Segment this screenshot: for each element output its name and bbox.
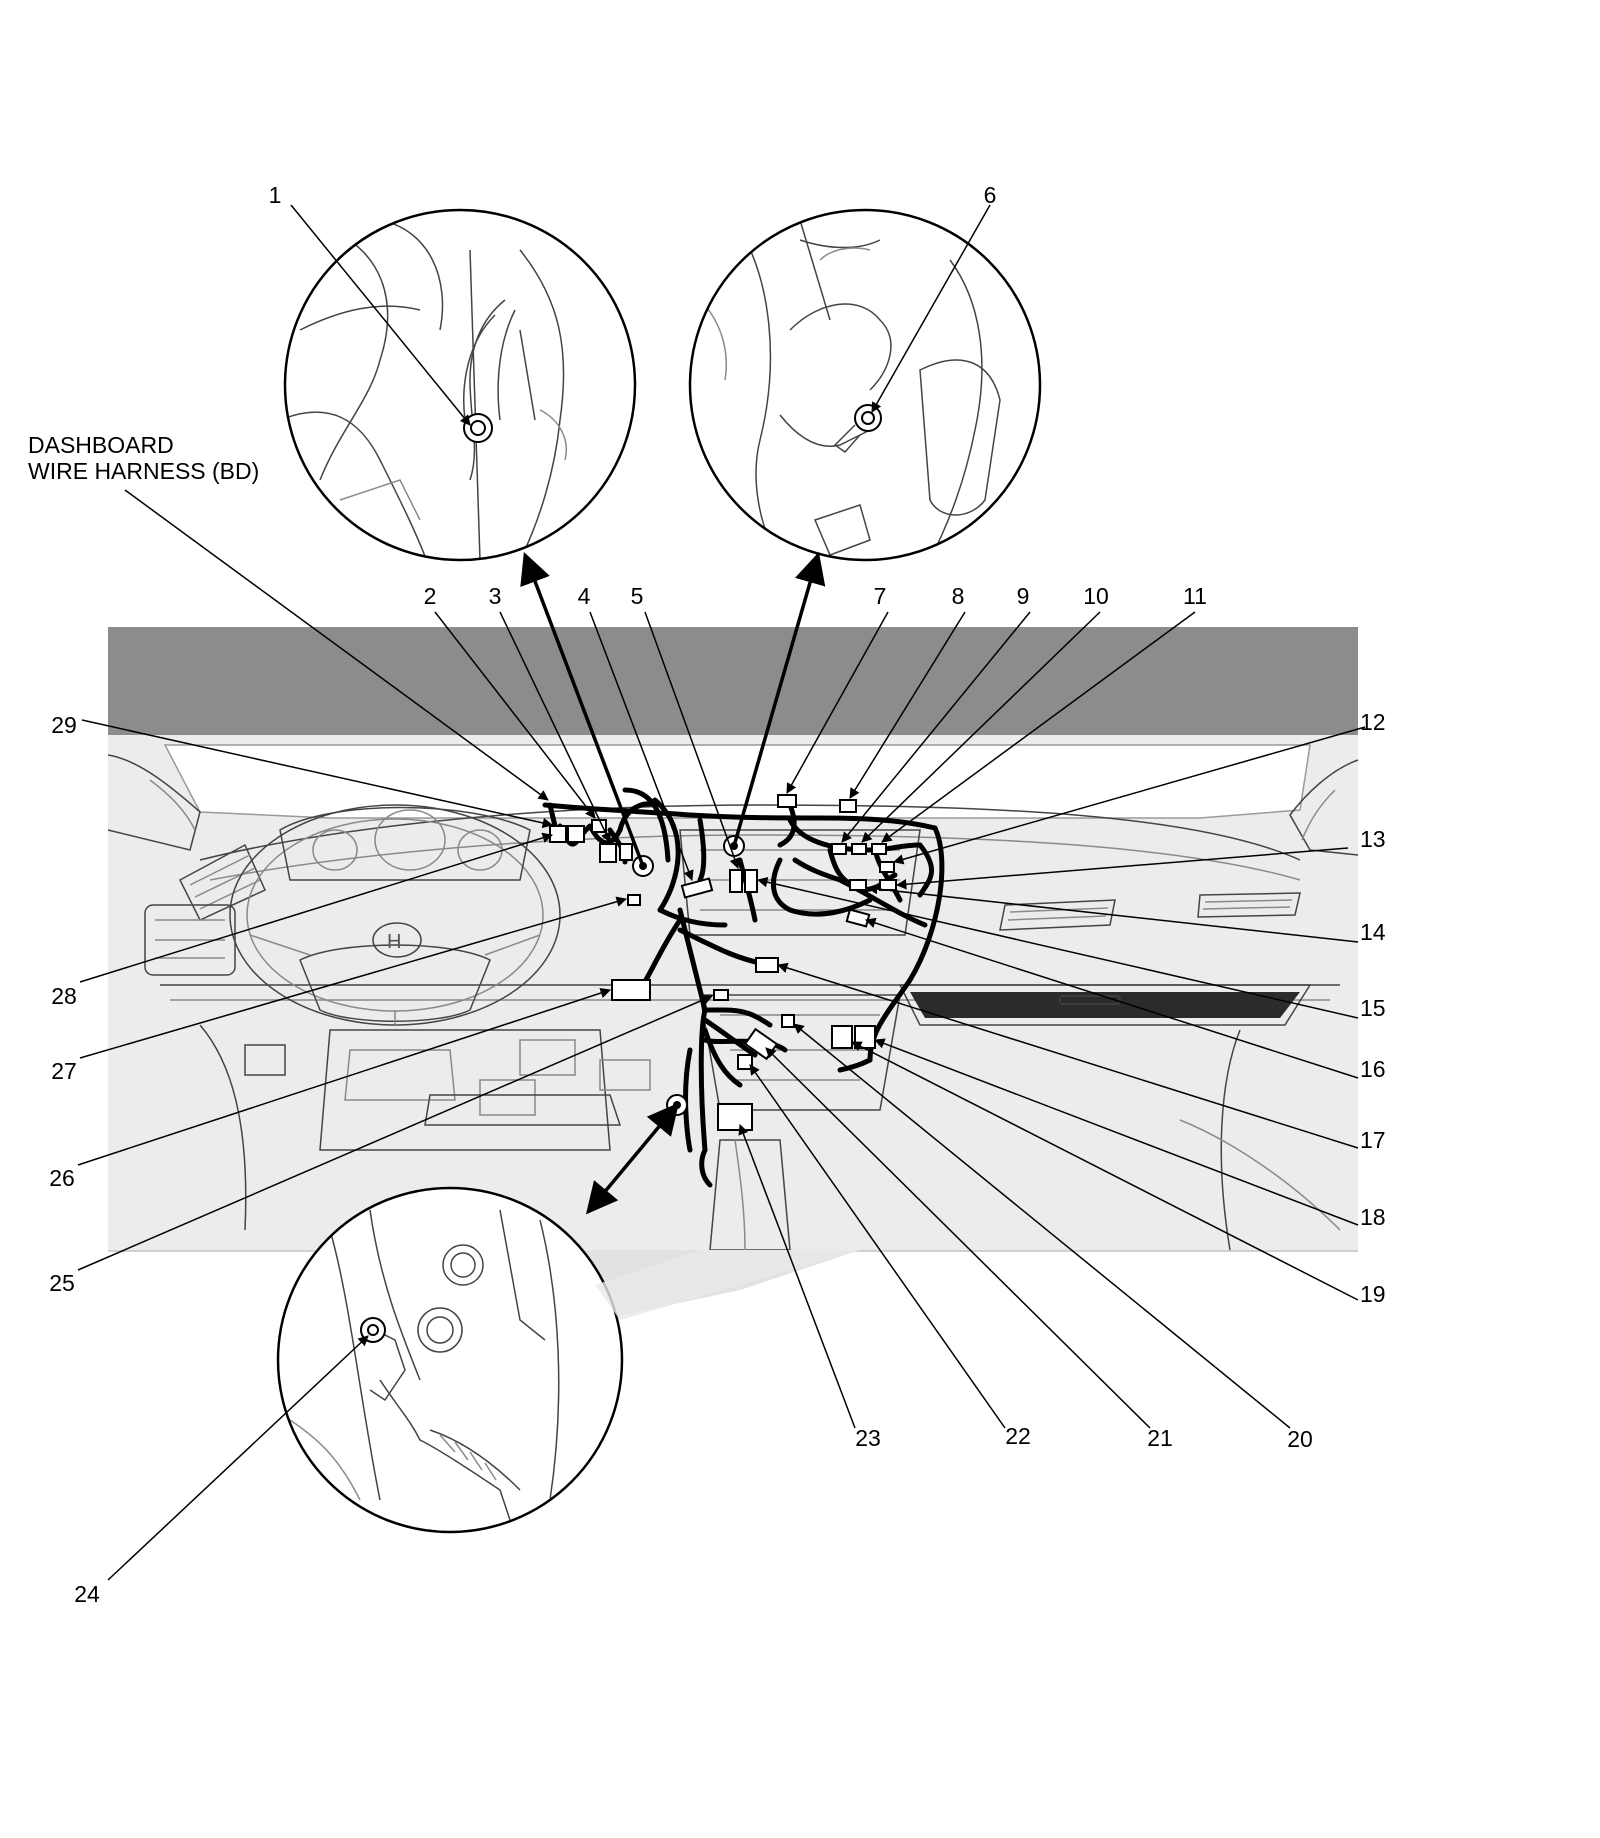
callout-6: 6 bbox=[984, 182, 997, 208]
connector-11 bbox=[871, 843, 887, 855]
connector-13 bbox=[879, 879, 897, 891]
connector-14 bbox=[849, 879, 867, 891]
svg-text:H: H bbox=[387, 931, 401, 953]
callout-13: 13 bbox=[1360, 826, 1386, 852]
callout-17: 17 bbox=[1360, 1127, 1386, 1153]
callout-2: 2 bbox=[424, 583, 437, 609]
callout-19: 19 bbox=[1360, 1281, 1386, 1307]
connector-3b bbox=[619, 843, 633, 861]
callout-10: 10 bbox=[1083, 583, 1109, 609]
connector-7 bbox=[777, 794, 797, 808]
callout-24: 24 bbox=[74, 1581, 100, 1607]
callout-26: 26 bbox=[49, 1165, 75, 1191]
callout-15: 15 bbox=[1360, 995, 1386, 1021]
callout-14: 14 bbox=[1360, 919, 1386, 945]
connector-9 bbox=[831, 843, 847, 855]
connector-8 bbox=[839, 799, 857, 813]
dashboard-wire-harness bbox=[542, 787, 945, 1188]
connector-27 bbox=[627, 894, 641, 906]
connector-22 bbox=[737, 1054, 753, 1070]
callout-5: 5 bbox=[631, 583, 644, 609]
callout-9: 9 bbox=[1017, 583, 1030, 609]
connector-29b bbox=[567, 825, 585, 843]
connector-26 bbox=[611, 979, 651, 1001]
callout-21: 21 bbox=[1147, 1425, 1173, 1451]
callout-3: 3 bbox=[489, 583, 502, 609]
callout-22: 22 bbox=[1005, 1423, 1031, 1449]
connector-12 bbox=[879, 861, 895, 873]
detail-view-1 bbox=[283, 208, 637, 562]
harness-label-line-1: DASHBOARD bbox=[28, 432, 174, 458]
detail-pointer-arrows bbox=[520, 551, 826, 1215]
connector-25 bbox=[713, 989, 729, 1001]
callout-29: 29 bbox=[51, 712, 77, 738]
callout-7: 7 bbox=[874, 583, 887, 609]
connector-5a bbox=[729, 869, 743, 893]
windshield-glass bbox=[163, 744, 1311, 819]
windshield-band bbox=[108, 627, 1358, 735]
dashboard-illustration: H bbox=[107, 627, 1359, 1320]
callout-18: 18 bbox=[1360, 1204, 1386, 1230]
connector-10 bbox=[851, 843, 867, 855]
callout-20: 20 bbox=[1287, 1426, 1313, 1452]
connector-3 bbox=[599, 843, 617, 863]
harness-label: DASHBOARD WIRE HARNESS (BD) bbox=[28, 432, 259, 484]
detail-view-6 bbox=[688, 208, 1042, 562]
connector-4 bbox=[680, 877, 714, 899]
callout-16: 16 bbox=[1360, 1056, 1386, 1082]
leader-lines bbox=[77, 204, 1366, 1581]
connector-20 bbox=[781, 1014, 795, 1028]
callout-12: 12 bbox=[1360, 709, 1386, 735]
connector-17 bbox=[755, 957, 779, 973]
callout-25: 25 bbox=[49, 1270, 75, 1296]
connector-23 bbox=[717, 1103, 753, 1131]
callout-1: 1 bbox=[269, 182, 282, 208]
callout-27: 27 bbox=[51, 1058, 77, 1084]
callout-8: 8 bbox=[952, 583, 965, 609]
callout-numbers: 1 2 3 4 5 6 7 8 9 10 11 12 13 14 15 16 1… bbox=[49, 182, 1386, 1607]
connector-29a bbox=[549, 825, 567, 843]
callout-28: 28 bbox=[51, 983, 77, 1009]
connector-5b bbox=[744, 869, 758, 893]
callout-11: 11 bbox=[1183, 583, 1207, 609]
harness-label-line-2: WIRE HARNESS (BD) bbox=[28, 458, 259, 484]
callout-23: 23 bbox=[855, 1425, 881, 1451]
connector-18-19a bbox=[831, 1025, 853, 1049]
callout-4: 4 bbox=[578, 583, 591, 609]
